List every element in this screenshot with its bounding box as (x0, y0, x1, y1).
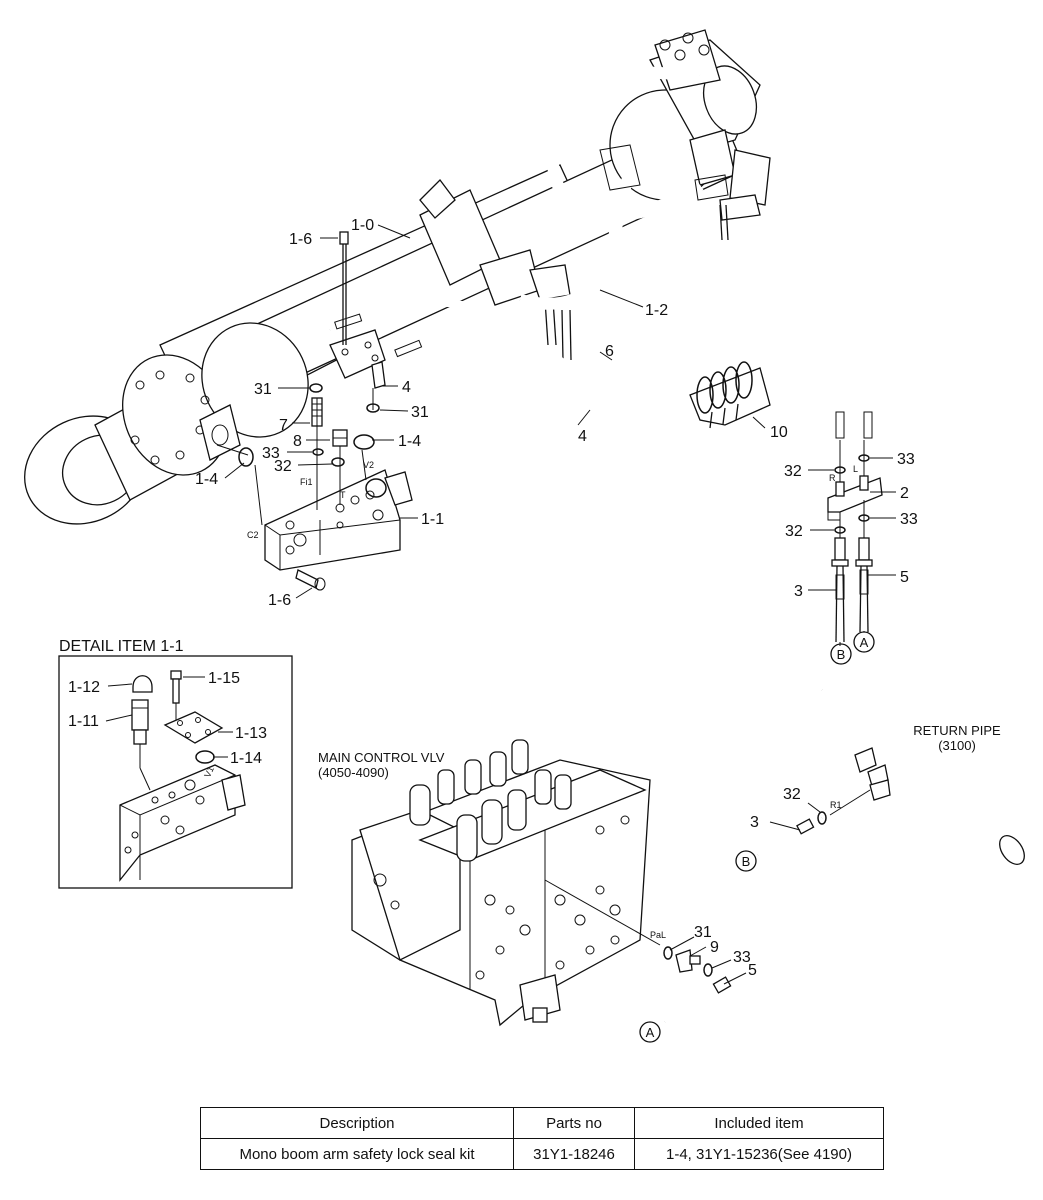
label-1-6-top: 1-6 (289, 231, 312, 248)
label-7: 7 (279, 417, 288, 434)
leader-lines (105, 224, 896, 985)
label-32-right-mid: 32 (785, 523, 803, 540)
label-33-mcv: 33 (733, 949, 751, 966)
port-fi1: Fi1 (300, 477, 313, 487)
parts-kit-table: Description Parts no Included item Mono … (200, 1107, 884, 1170)
mcv-fittings (663, 946, 732, 1024)
return-pipe-caption-line1: RETURN PIPE (913, 723, 1001, 738)
label-1-11: 1-11 (68, 713, 99, 730)
pipe-loop-1-2 (518, 65, 729, 310)
bracket-and-hoses (827, 440, 883, 643)
label-1-13: 1-13 (235, 725, 267, 742)
main-control-valve (351, 739, 661, 1027)
label-1-2: 1-2 (645, 302, 668, 319)
label-1-4-left: 1-4 (195, 471, 218, 488)
label-4-lower: 4 (578, 428, 587, 445)
label-9: 9 (710, 939, 719, 956)
cell-included-item: 1-4, 31Y1-15236(See 4190) (634, 1138, 884, 1170)
label-10: 10 (770, 424, 788, 441)
label-32-left: 32 (274, 458, 292, 475)
boom-cylinder (24, 29, 771, 525)
label-1-1: 1-1 (421, 511, 444, 528)
label-1-12: 1-12 (68, 679, 100, 696)
label-1-0: 1-0 (351, 217, 374, 234)
port-l: L (853, 464, 858, 474)
label-4-upper: 4 (402, 379, 411, 396)
port-r: R (829, 473, 836, 483)
port-v1: V1 (202, 765, 216, 779)
label-1-15: 1-15 (208, 670, 240, 687)
return-pipe (756, 676, 1025, 865)
table-row: Mono boom arm safety lock seal kit 31Y1-… (200, 1138, 884, 1170)
label-2: 2 (900, 485, 909, 502)
label-1-14: 1-14 (230, 750, 262, 767)
label-1-6-bottom: 1-6 (268, 592, 291, 609)
mark-a-lower: A (646, 1025, 655, 1040)
return-pipe-caption-line2: (3100) (938, 738, 976, 753)
hose-lines (329, 300, 874, 439)
port-t: T (340, 490, 346, 500)
label-31-mid: 31 (411, 404, 429, 421)
mcv-caption-line2: (4050-4090) (318, 765, 389, 780)
o-ring-31-mid (366, 403, 380, 413)
label-31-mcv: 31 (694, 924, 712, 941)
exploded-view-drawing: 1-0 1-6 1-2 31 4 31 7 8 1-4 33 32 1-4 1-… (24, 29, 1025, 1043)
label-33-left: 33 (262, 445, 280, 462)
mark-a-upper: A (860, 635, 869, 650)
port-r1: R1 (830, 800, 842, 810)
label-32-right-top: 32 (784, 463, 802, 480)
port-c2: C2 (247, 530, 259, 540)
port-pal: PaL (650, 930, 666, 940)
o-ring-31-top (309, 383, 323, 393)
safety-valve-assembly (216, 231, 413, 591)
port-v2: V2 (363, 460, 374, 470)
cell-description: Mono boom arm safety lock seal kit (200, 1138, 514, 1170)
mark-b-lower: B (742, 854, 751, 869)
label-32-return: 32 (783, 786, 801, 803)
label-33-right-top: 33 (897, 451, 915, 468)
label-3-return: 3 (750, 814, 759, 831)
label-33-right-mid: 33 (900, 511, 918, 528)
label-8: 8 (293, 433, 302, 450)
mark-b-upper: B (837, 647, 846, 662)
label-6: 6 (605, 343, 614, 360)
label-31-left: 31 (254, 381, 272, 398)
callout-labels: 1-0 1-6 1-2 31 4 31 7 8 1-4 33 32 1-4 1-… (68, 217, 918, 979)
table-header-row: Description Parts no Included item (200, 1107, 884, 1139)
header-included-item: Included item (634, 1107, 884, 1139)
mcv-caption-line1: MAIN CONTROL VLV (318, 750, 445, 765)
cell-parts-no: 31Y1-18246 (513, 1138, 635, 1170)
label-1-4-mid: 1-4 (398, 433, 421, 450)
header-parts-no: Parts no (513, 1107, 635, 1139)
connection-marks: B A B A (639, 631, 875, 1043)
captions: DETAIL ITEM 1-1 MAIN CONTROL VLV (4050-4… (59, 638, 1001, 780)
detail-title: DETAIL ITEM 1-1 (59, 638, 184, 655)
label-5-right: 5 (900, 569, 909, 586)
label-5-mcv: 5 (748, 962, 757, 979)
header-description: Description (200, 1107, 514, 1139)
label-3-right: 3 (794, 583, 803, 600)
port-marks: V2 Fi1 T C2 R L V1 R1 PaL (202, 460, 858, 940)
